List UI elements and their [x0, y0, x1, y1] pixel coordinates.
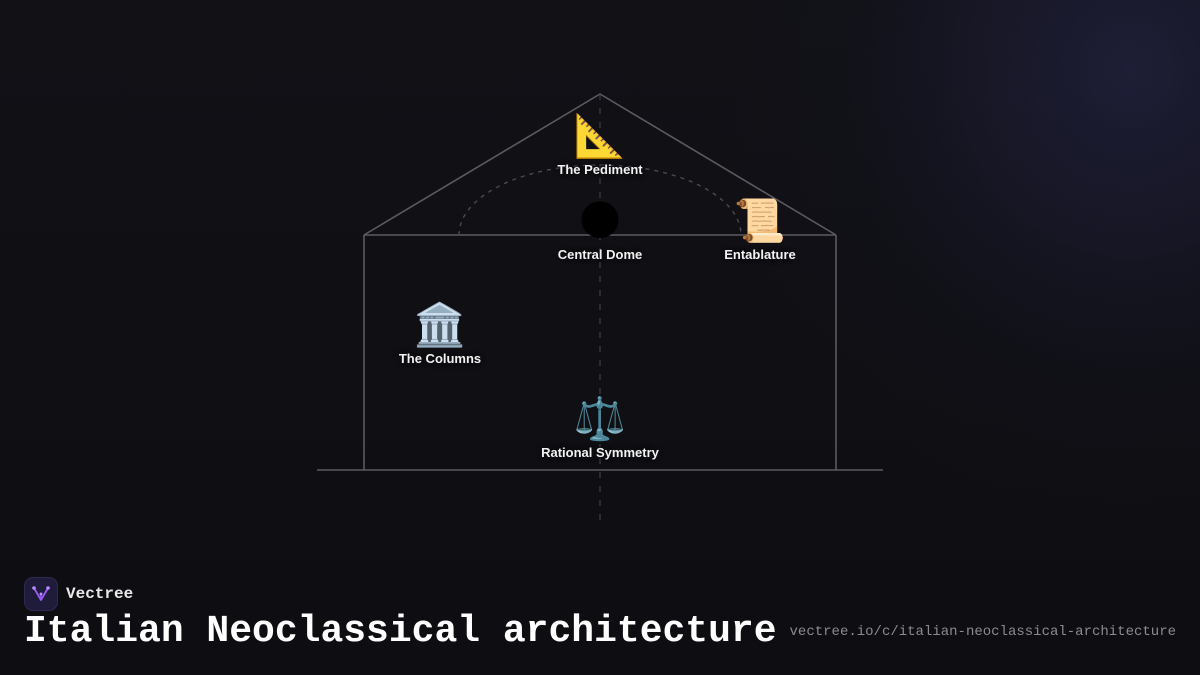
node-label: The Pediment [557, 162, 643, 177]
balance-scale-icon: ⚖️ [573, 394, 627, 443]
node-rational-symmetry[interactable]: ⚖️ Rational Symmetry [520, 394, 680, 461]
classical-building-icon: 🏛️ [413, 300, 467, 349]
node-label: The Columns [398, 351, 482, 366]
node-entablature[interactable]: 📜 Entablature [680, 196, 840, 263]
globe-icon: 🌑 [578, 196, 622, 245]
node-label: Central Dome [557, 247, 643, 262]
node-label: Entablature [724, 247, 796, 262]
page-title: Italian Neoclassical architecture [24, 610, 777, 653]
node-pediment[interactable]: 📐 The Pediment [520, 111, 680, 178]
page-url[interactable]: vectree.io/c/italian-neoclassical-archit… [789, 624, 1176, 640]
brand-name: Vectree [66, 585, 134, 603]
node-columns[interactable]: 🏛️ The Columns [360, 300, 520, 367]
triangular-ruler-icon: 📐 [573, 111, 627, 160]
scroll-icon: 📜 [733, 196, 787, 245]
dome-arc-dashed [458, 164, 742, 236]
node-central-dome[interactable]: 🌑 Central Dome [520, 196, 680, 263]
node-label: Rational Symmetry [541, 445, 659, 460]
vectree-logo-icon [24, 577, 58, 611]
brand[interactable]: Vectree [24, 577, 133, 611]
